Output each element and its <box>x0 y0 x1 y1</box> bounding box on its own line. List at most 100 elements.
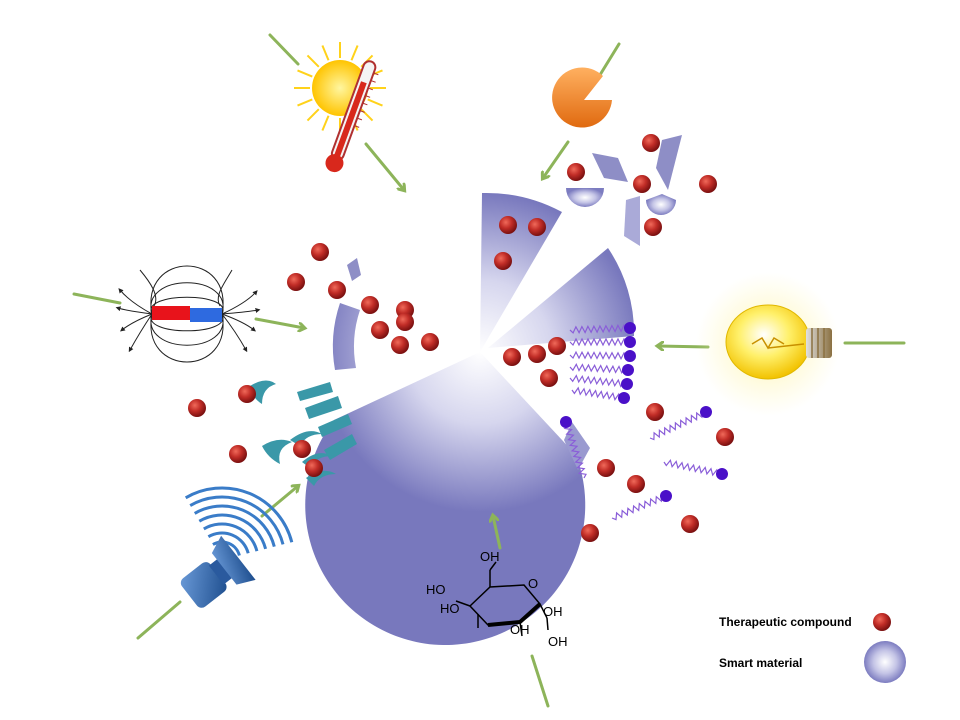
compound-sphere <box>499 216 517 234</box>
magnetic-field-lines <box>115 265 261 363</box>
polymer-head <box>660 490 672 502</box>
sun-ray <box>297 98 313 107</box>
small-half-fragment <box>646 194 676 215</box>
compound-sphere <box>188 399 206 417</box>
glucose-ho-mid: HO <box>440 601 460 616</box>
sphere-right-wedge <box>488 248 635 348</box>
polymer-head <box>621 378 633 390</box>
sun-ray <box>360 108 374 122</box>
compound-sphere <box>716 428 734 446</box>
compound-sphere <box>681 515 699 533</box>
glucose-arrow <box>493 516 502 550</box>
field-line <box>221 313 248 353</box>
compound-sphere <box>540 369 558 387</box>
compound-sphere <box>494 252 512 270</box>
compound-sphere <box>646 403 664 421</box>
ultrasound-arrow <box>260 486 298 518</box>
glucose-oh-bottom: OH <box>510 622 530 637</box>
sphere-left-arc-fragment <box>332 303 360 370</box>
sun-ray <box>306 108 320 122</box>
field-line <box>150 265 224 315</box>
glucose-arrow-tail <box>530 654 550 708</box>
field-line <box>118 288 153 315</box>
sphere-lower-wedge <box>305 352 586 646</box>
compound-sphere <box>391 336 409 354</box>
ultrasound-wave <box>184 486 294 543</box>
glucose-ring-oxygen: O <box>528 576 538 591</box>
polymer-head <box>624 350 636 362</box>
polymer-chains <box>560 322 728 521</box>
compound-sphere <box>361 296 379 314</box>
compound-sphere <box>633 175 651 193</box>
magnet-north <box>152 306 190 320</box>
compound-sphere <box>229 445 247 463</box>
ultrasound-wave <box>189 495 285 545</box>
half-sphere-fragment <box>566 188 604 207</box>
polymer-head <box>716 468 728 480</box>
glucose-oh-bottom-right: OH <box>548 634 568 649</box>
ultrasound-wave <box>203 522 259 552</box>
receptor <box>318 414 352 437</box>
lightbulb-icon <box>696 272 840 416</box>
receptor <box>324 434 357 460</box>
magnet-south <box>190 308 222 322</box>
field-line <box>128 313 153 353</box>
sun-ray <box>321 45 330 61</box>
material-fragments <box>566 135 682 246</box>
therapeutic-compounds <box>188 134 734 542</box>
ultrasound-wave <box>212 540 241 556</box>
magnet-icon <box>115 265 261 363</box>
polymer-head <box>700 406 712 418</box>
bulb-glass <box>725 304 811 380</box>
enzyme-pacman-icon <box>552 67 612 128</box>
ultrasound-wave <box>193 504 276 547</box>
magnet-arrow <box>254 317 304 328</box>
compound-sphere <box>528 218 546 236</box>
mid-fragment <box>624 196 640 246</box>
enzyme-arrow <box>543 140 570 178</box>
field-line <box>150 282 224 315</box>
compound-sphere <box>528 345 546 363</box>
sphere-left-small-fragment <box>347 258 361 281</box>
compound-sphere <box>644 218 662 236</box>
ultrasound-waves <box>184 486 294 556</box>
right-fragment <box>656 135 682 190</box>
top-fragment <box>592 153 628 182</box>
glucose-structure-icon: OH O HO HO OH OH OH <box>426 549 568 649</box>
compound-sphere <box>627 475 645 493</box>
temp-arrow <box>364 142 404 190</box>
compound-sphere <box>503 348 521 366</box>
ultrasound-icon <box>180 486 294 608</box>
bulb-filament <box>751 336 805 350</box>
bulb-cap <box>806 328 832 358</box>
field-line <box>115 306 153 315</box>
free-receptor-cup <box>250 380 276 404</box>
polymer-head <box>560 416 572 428</box>
free-receptor-cup <box>262 439 292 464</box>
thermometer-mercury <box>333 81 367 159</box>
polymer-chain <box>569 323 631 335</box>
compound-sphere <box>567 163 585 181</box>
polymer-chain <box>611 493 668 521</box>
polymer-chain <box>569 350 631 361</box>
sun-ray <box>297 69 313 78</box>
polymer-chain <box>571 386 625 402</box>
polymer-head <box>624 336 636 348</box>
compound-sphere <box>581 524 599 542</box>
field-line <box>150 313 224 363</box>
polymer-chain <box>663 458 724 478</box>
field-line <box>139 269 157 307</box>
enzyme-icon <box>552 67 612 128</box>
compound-sphere <box>642 134 660 152</box>
polymer-chain <box>649 409 708 441</box>
polymer-chain <box>569 374 628 388</box>
compound-sphere <box>421 333 439 351</box>
legend-material-icon <box>864 641 906 683</box>
compound-sphere <box>293 440 311 458</box>
temp-arrow-tail <box>268 33 300 66</box>
field-line <box>221 308 261 315</box>
field-line <box>217 269 233 307</box>
thermometer-bulb <box>325 154 344 173</box>
transducer-head <box>211 535 256 585</box>
